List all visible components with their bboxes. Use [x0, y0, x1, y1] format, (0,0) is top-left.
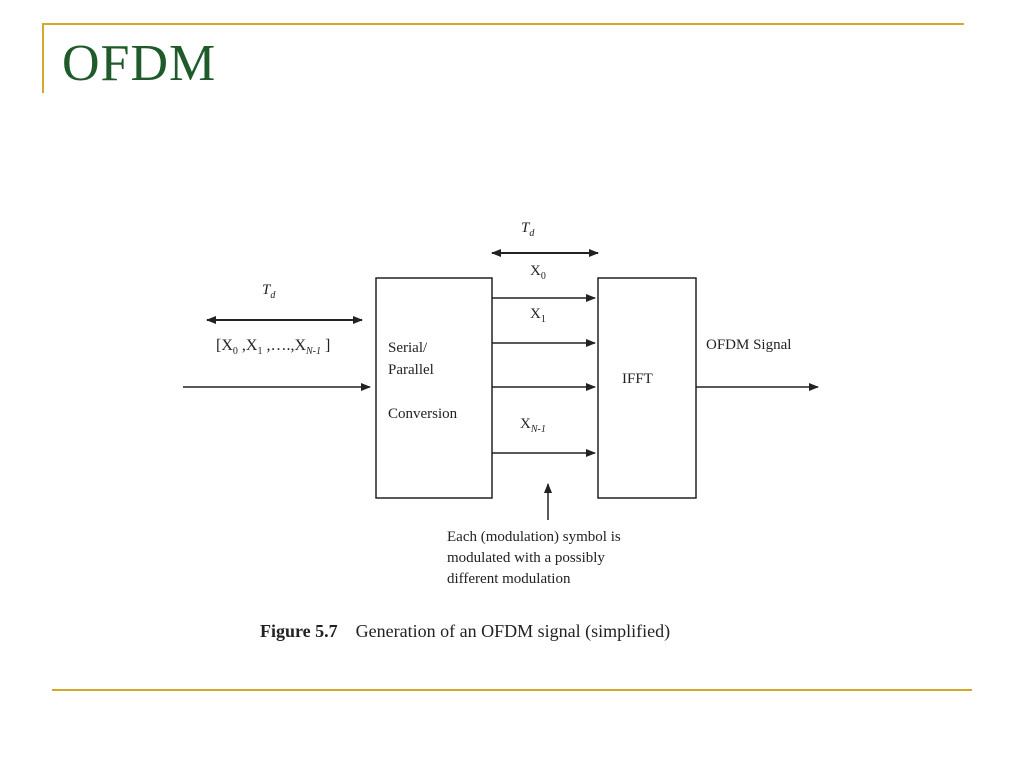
- ifft-label: IFFT: [622, 371, 653, 387]
- title-accent-bar: [42, 23, 44, 93]
- serial-parallel-block: [375, 277, 493, 499]
- figure-number: Figure 5.7: [260, 621, 338, 641]
- x0-label: X0: [530, 263, 546, 282]
- figure-caption: Figure 5.7 Generation of an OFDM signal (…: [260, 621, 670, 642]
- top-divider: [42, 23, 964, 25]
- sp-block-label-line3: Conversion: [388, 406, 458, 422]
- slide-title: OFDM: [62, 35, 217, 92]
- td-label-top: Td: [521, 220, 535, 239]
- input-sequence-label: [X0 ,X1 ,….,XN-1 ]: [216, 337, 330, 357]
- sp-block-label-line2: Parallel: [388, 362, 434, 378]
- note-line-1: Each (modulation) symbol is: [447, 529, 621, 545]
- xn-label: XN-1: [520, 416, 546, 435]
- output-label: OFDM Signal: [706, 337, 791, 353]
- sp-block-label-line1: Serial/: [388, 340, 428, 356]
- figure-caption-text: Generation of an OFDM signal (simplified…: [355, 621, 671, 641]
- ifft-block: [597, 277, 697, 499]
- note-line-3: different modulation: [447, 571, 571, 587]
- note-line-2: modulated with a possibly: [447, 550, 605, 566]
- x1-label: X1: [530, 306, 546, 325]
- td-label-left: Td: [262, 282, 276, 301]
- bottom-divider: [52, 689, 972, 691]
